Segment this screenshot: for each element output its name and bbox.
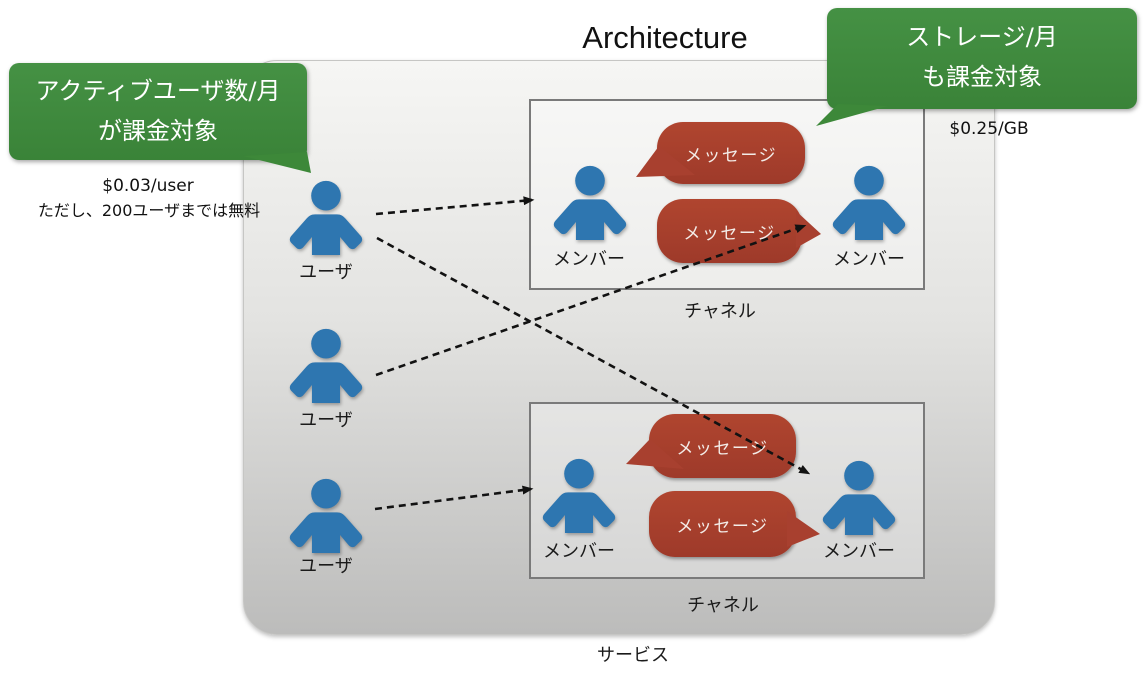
user-3: [287, 478, 365, 553]
channel-1-member-2-label: メンバー: [833, 249, 905, 270]
channel-1-member-2: [830, 165, 908, 240]
user-3-label: ユーザ: [299, 556, 353, 577]
channel-2-member-1: [540, 458, 618, 533]
message-text: メッセージ: [676, 516, 769, 537]
service-label: サービス: [597, 645, 669, 666]
channel-2-member-1-label: メンバー: [543, 541, 615, 562]
channel-2-member-2: [820, 460, 898, 535]
callout-line: も課金対象: [922, 63, 1042, 91]
person-icon: [287, 328, 365, 403]
message-text: メッセージ: [683, 223, 776, 244]
message-bubble: メッセージ: [657, 199, 802, 263]
person-icon: [820, 460, 898, 535]
message-text: メッセージ: [676, 438, 769, 459]
storage-price-note: $0.25/GB: [949, 119, 1029, 139]
channel-1-label: チャネル: [684, 301, 756, 322]
user-2: [287, 328, 365, 403]
person-icon: [540, 458, 618, 533]
user-1: [287, 180, 365, 255]
channel-1-member-1: [551, 165, 629, 240]
message-text: メッセージ: [684, 145, 778, 166]
user-1-label: ユーザ: [299, 262, 353, 283]
user-2-label: ユーザ: [299, 410, 353, 431]
message-bubble: メッセージ: [649, 491, 796, 557]
callout-line: ストレージ/月: [906, 23, 1058, 51]
person-icon: [830, 165, 908, 240]
message-bubble: メッセージ: [649, 414, 796, 478]
billing-storage-callout: ストレージ/月 も課金対象: [827, 8, 1137, 109]
channel-2-box: メンバー メンバー メッセージ メッセージ: [529, 402, 925, 579]
channel-2-label: チャネル: [687, 595, 759, 616]
person-icon: [287, 478, 365, 553]
billing-users-callout: アクティブユーザ数/月 が課金対象: [9, 63, 307, 160]
callout-line: が課金対象: [98, 117, 218, 145]
channel-1-box: メンバー メンバー メッセージ メッセージ: [529, 99, 925, 290]
message-bubble: メッセージ: [657, 122, 805, 184]
person-icon: [287, 180, 365, 255]
channel-2-member-2-label: メンバー: [823, 541, 895, 562]
user-price-note: $0.03/user: [102, 176, 194, 196]
page-title: Architecture: [582, 20, 748, 55]
person-icon: [551, 165, 629, 240]
channel-1-member-1-label: メンバー: [553, 249, 625, 270]
callout-line: アクティブユーザ数/月: [35, 77, 281, 105]
user-free-tier-note: ただし、200ユーザまでは無料: [37, 201, 261, 220]
